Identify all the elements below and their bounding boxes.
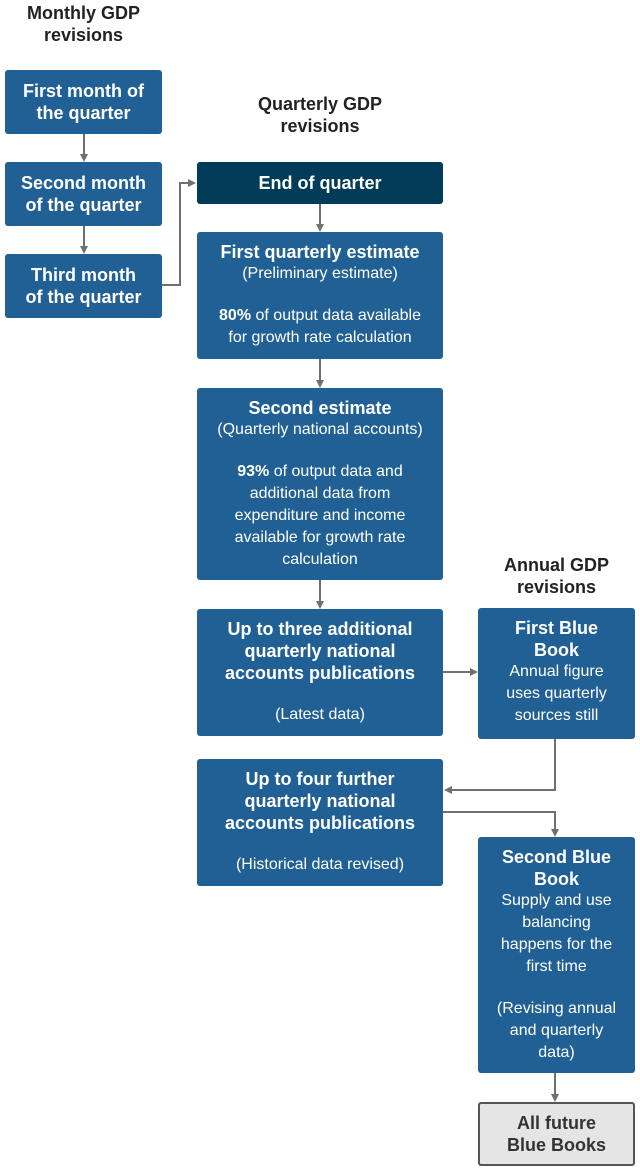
first-quarterly-estimate-box: First quarterly estimate (Preliminary es… bbox=[197, 232, 443, 359]
second-estimate-box: Second estimate (Quarterly national acco… bbox=[197, 388, 443, 580]
third-month-label: Third month of the quarter bbox=[25, 265, 142, 307]
quarterly-heading: Quarterly GDP revisions bbox=[257, 94, 383, 136]
first-estimate-description: 80% of output data available for growth … bbox=[219, 305, 421, 349]
end-of-quarter-label: End of quarter bbox=[258, 173, 382, 193]
three-additional-publications-box: Up to three additional quarterly nationa… bbox=[197, 609, 443, 736]
second-blue-book-text: Supply and use balancing happens for the… bbox=[500, 892, 613, 975]
second-blue-book-box: Second Blue Book Supply and use balancin… bbox=[478, 837, 635, 1073]
four-further-subtitle: (Historical data revised) bbox=[235, 856, 405, 873]
second-blue-book-title: Second Blue Book bbox=[501, 847, 612, 889]
end-of-quarter-box: End of quarter bbox=[197, 162, 443, 204]
second-estimate-description: 93% of output data and additional data f… bbox=[235, 461, 406, 571]
arrow-month3-to-end-of-quarter bbox=[162, 179, 196, 286]
second-month-label: Second month of the quarter bbox=[21, 173, 146, 215]
future-blue-books-label: All future Blue Books bbox=[506, 1113, 607, 1155]
first-blue-book-title: First Blue Book bbox=[514, 618, 598, 660]
first-blue-book-text: Annual figure uses quarterly sources sti… bbox=[506, 663, 607, 724]
four-further-publications-box: Up to four further quarterly national ac… bbox=[197, 759, 443, 886]
future-blue-books-box: All future Blue Books bbox=[478, 1102, 635, 1166]
three-additional-subtitle: (Latest data) bbox=[275, 706, 365, 723]
second-estimate-title: Second estimate bbox=[248, 398, 392, 418]
first-month-box: First month of the quarter bbox=[5, 70, 162, 134]
three-additional-title: Up to three additional quarterly nationa… bbox=[224, 619, 416, 683]
second-estimate-subtitle: (Quarterly national accounts) bbox=[217, 421, 423, 438]
monthly-heading: Monthly GDP revisions bbox=[27, 3, 140, 45]
four-further-title: Up to four further quarterly national ac… bbox=[224, 769, 416, 833]
first-blue-book-box: First Blue Book Annual figure uses quart… bbox=[478, 608, 635, 739]
third-month-box: Third month of the quarter bbox=[5, 254, 162, 318]
annual-heading: Annual GDP revisions bbox=[503, 555, 609, 597]
first-estimate-text: of output data available for growth rate… bbox=[228, 307, 421, 346]
second-month-box: Second month of the quarter bbox=[5, 162, 162, 226]
second-estimate-text: of output data and additional data from … bbox=[234, 463, 406, 568]
second-blue-book-note: (Revising annual and quarterly data) bbox=[496, 1000, 617, 1061]
first-month-label: First month of the quarter bbox=[23, 81, 144, 123]
first-estimate-subtitle: (Preliminary estimate) bbox=[242, 265, 398, 282]
arrow-four-further-to-second-blue-book bbox=[443, 811, 559, 837]
first-estimate-percent: 80% bbox=[219, 307, 252, 324]
first-estimate-title: First quarterly estimate bbox=[220, 242, 420, 262]
second-estimate-percent: 93% bbox=[237, 463, 270, 480]
arrow-first-blue-book-to-four-further bbox=[444, 739, 556, 794]
